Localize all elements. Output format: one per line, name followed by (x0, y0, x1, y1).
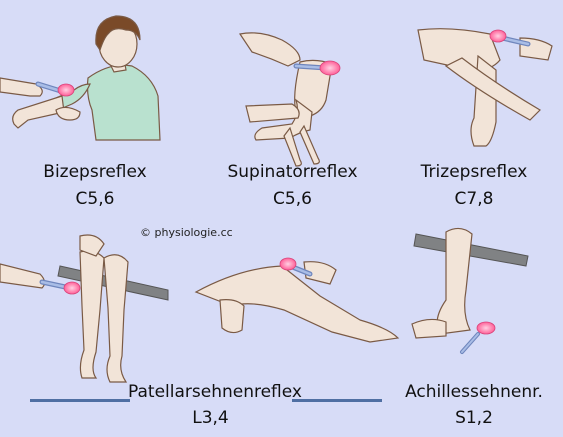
child-shirt (86, 64, 161, 141)
hammer-patellar-lying (279, 257, 313, 277)
patellar-lying-illustration (194, 261, 400, 343)
segment-trizepsreflex: C7,8 (454, 189, 494, 209)
lying-leg (194, 265, 400, 343)
table-achilles (413, 233, 529, 267)
child-hair (95, 15, 141, 52)
label-patellarsehnenreflex: Patellarsehnenreflex (128, 382, 302, 402)
hammer-supinator (293, 60, 341, 76)
underline-left (30, 399, 130, 402)
biceps-illustration (0, 15, 161, 141)
triceps-illustration (417, 28, 553, 147)
hammer-triceps (489, 29, 531, 47)
label-bizepsreflex: Bizepsreflex (43, 162, 147, 182)
segment-achillessehnenreflex: S1,2 (455, 408, 493, 428)
child-forearm (12, 95, 65, 129)
copyright-notice: © physiologie.cc (140, 226, 233, 239)
hammer-biceps (35, 81, 75, 97)
label-trizepsreflex: Trizepsreflex (420, 162, 528, 182)
label-achillessehnenreflex: Achillessehnenr. (405, 382, 543, 402)
segment-bizepsreflex: C5,6 (75, 189, 115, 209)
patellar-seated-illustration (0, 234, 169, 383)
hammer-achilles (460, 321, 496, 354)
segment-patellarsehnenreflex: L3,4 (192, 408, 229, 428)
underline-right (292, 399, 382, 402)
achilles-illustration (411, 227, 529, 339)
supinator-illustration (239, 32, 333, 167)
label-supinatorreflex: Supinatorreflex (227, 162, 358, 182)
hammer-patellar-seated (39, 279, 81, 295)
segment-supinatorreflex: C5,6 (273, 189, 312, 209)
